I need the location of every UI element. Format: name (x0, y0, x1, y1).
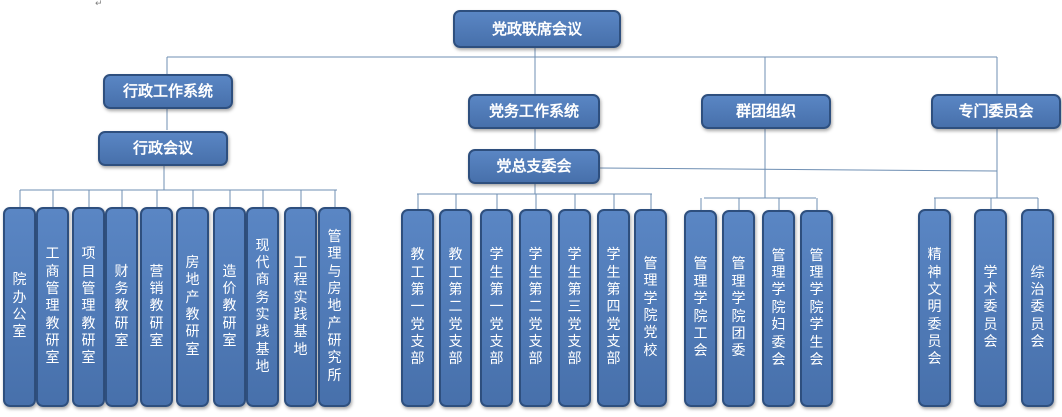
party-unit-node: 教工第二党支部 (439, 209, 472, 407)
party-unit-node: 管理学院党校 (634, 209, 667, 407)
party-unit-node: 学生第二党支部 (519, 209, 552, 407)
root-node: 党政联席会议 (453, 10, 621, 48)
admin-unit-node: 房地产教研室 (176, 207, 209, 407)
mass-org-node: 群团组织 (701, 94, 831, 129)
admin-unit-node: 工商管理教研室 (36, 207, 69, 407)
party-unit-node: 教工第一党支部 (401, 209, 434, 407)
party-system-node: 党务工作系统 (468, 94, 600, 129)
party-unit-node: 学生第一党支部 (480, 209, 513, 407)
admin-unit-node: 管理与房地产研究所 (318, 207, 351, 407)
mass-unit-node: 管理学院工会 (684, 210, 717, 407)
mass-unit-node: 管理学院学生会 (800, 210, 833, 407)
special-committee-node: 专门委员会 (931, 94, 1061, 129)
admin-meeting-node: 行政会议 (98, 131, 228, 166)
mass-unit-node: 管理学院妇委会 (762, 210, 795, 407)
connector-line (597, 167, 998, 172)
party-unit-node: 学生第三党支部 (558, 209, 591, 407)
admin-unit-node: 财务教研室 (105, 207, 138, 407)
admin-unit-node: 现代商务实践基地 (246, 207, 279, 407)
committee-unit-node: 综治委员会 (1021, 209, 1054, 407)
party-unit-node: 学生第四党支部 (597, 209, 630, 407)
admin-unit-node: 造价教研室 (213, 207, 246, 407)
mass-unit-node: 管理学院团委 (722, 210, 755, 407)
paragraph-mark-icon: ↵ (95, 0, 103, 9)
admin-unit-node: 营销教研室 (140, 207, 173, 407)
admin-system-node: 行政工作系统 (103, 74, 233, 109)
admin-unit-node: 工程实践基地 (284, 207, 317, 407)
committee-unit-node: 学术委员会 (974, 209, 1007, 407)
admin-unit-node: 院办公室 (3, 207, 36, 407)
party-committee-node: 党总支委会 (468, 149, 600, 184)
admin-unit-node: 项目管理教研室 (72, 207, 105, 407)
committee-unit-node: 精神文明委员会 (918, 209, 951, 407)
